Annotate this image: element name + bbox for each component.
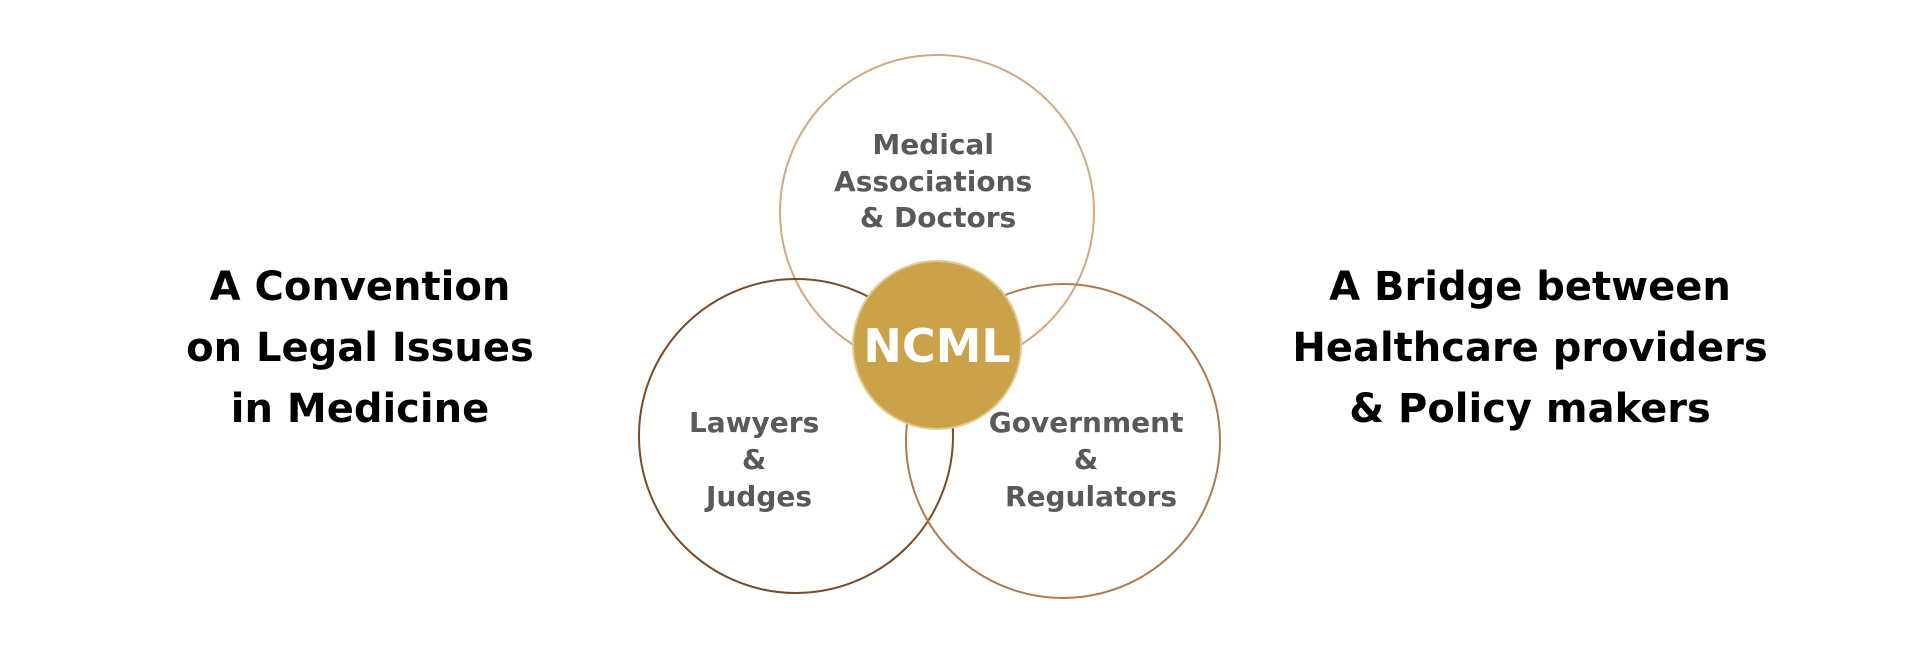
- lawyers-label: Lawyers & Judges: [689, 406, 829, 513]
- right-caption: A Bridge between Healthcare providers & …: [1290, 257, 1770, 440]
- lawyers-circle: [638, 278, 954, 594]
- right-caption-line: A Bridge between: [1329, 264, 1731, 310]
- lawyers-label-line: Judges: [704, 480, 812, 513]
- government-circle: [905, 283, 1221, 599]
- lawyers-label-line: Lawyers: [689, 406, 819, 439]
- medical-label: Medical Associations & Doctors: [834, 128, 1042, 234]
- ncml-center-circle: [852, 260, 1022, 430]
- government-label-line: Government: [989, 406, 1184, 439]
- right-caption-line: & Policy makers: [1349, 386, 1711, 432]
- lawyers-label-line: &: [742, 443, 766, 476]
- government-label: Government & Regulators: [989, 406, 1193, 513]
- medical-label-line: Associations: [834, 165, 1032, 198]
- government-label-line: &: [1074, 443, 1098, 476]
- medical-label-line: Medical: [872, 128, 994, 161]
- medical-label-line: & Doctors: [860, 201, 1016, 234]
- left-caption-line: on Legal Issues: [186, 325, 534, 371]
- government-label-line: Regulators: [1005, 480, 1177, 513]
- ncml-label: NCML: [863, 319, 1010, 373]
- left-caption-line: in Medicine: [230, 386, 490, 432]
- right-caption-line: Healthcare providers: [1292, 325, 1768, 371]
- left-caption-line: A Convention: [209, 264, 511, 310]
- left-caption: A Convention on Legal Issues in Medicine: [160, 257, 560, 440]
